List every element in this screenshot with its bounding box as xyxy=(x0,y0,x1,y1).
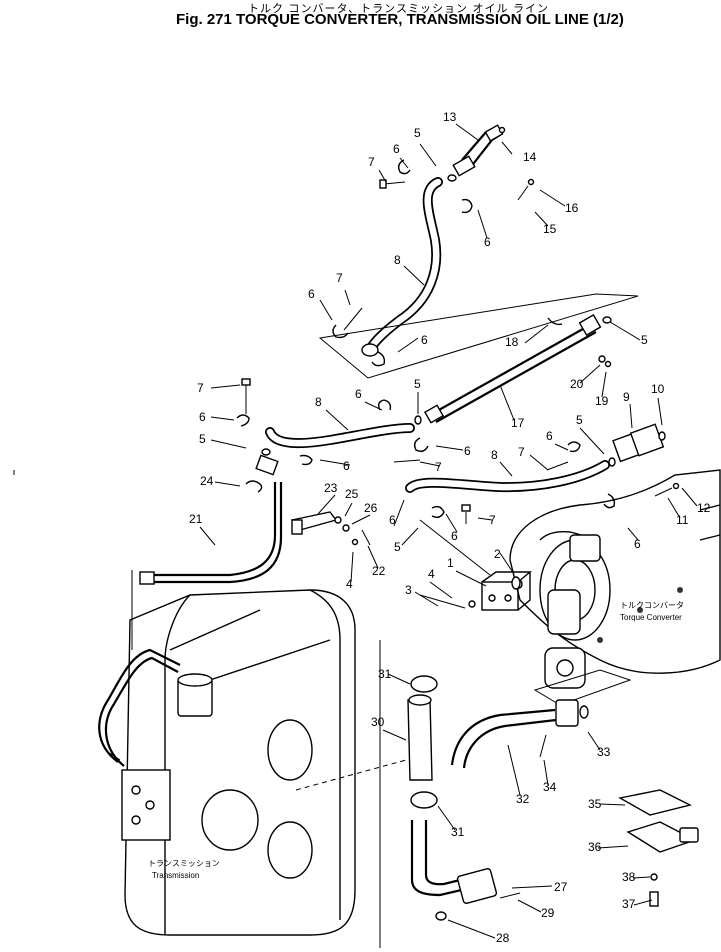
transmission-caption-jp: トランスミッション xyxy=(148,859,220,868)
callout-8b: 8 xyxy=(315,395,322,409)
callout-32: 32 xyxy=(516,792,530,806)
torque-converter-housing xyxy=(509,469,721,706)
callout-6l: 6 xyxy=(634,537,641,551)
callout-14: 14 xyxy=(523,150,537,164)
callout-6g: 6 xyxy=(464,444,471,458)
callout-37: 37 xyxy=(622,897,636,911)
callout-7f: 7 xyxy=(489,513,496,527)
callout-36: 36 xyxy=(588,840,602,854)
transmission-caption: Transmission xyxy=(152,871,199,880)
figure-title-japanese: トルク コンバータ、トランスミッション オイル ライン xyxy=(248,2,549,15)
callout-7e: 7 xyxy=(518,445,525,459)
callout-6j: 6 xyxy=(389,513,396,527)
callout-6e: 6 xyxy=(355,387,362,401)
callout-7b: 7 xyxy=(336,271,343,285)
callout-4a: 4 xyxy=(428,567,435,581)
captions: トルクコンバータ Torque Converter トランスミッション Tran… xyxy=(148,601,684,880)
callout-6a: 6 xyxy=(393,142,400,156)
callout-5d: 5 xyxy=(199,432,206,446)
callout-22: 22 xyxy=(372,564,386,578)
callout-26: 26 xyxy=(364,501,378,515)
callout-15: 15 xyxy=(543,222,557,236)
callout-34: 34 xyxy=(543,780,557,794)
callout-6h: 6 xyxy=(343,459,350,473)
callout-5a: 5 xyxy=(414,126,421,140)
callout-33: 33 xyxy=(597,745,611,759)
callout-6i: 6 xyxy=(546,429,553,443)
callout-9: 9 xyxy=(623,390,630,404)
callout-12: 12 xyxy=(697,501,711,515)
callout-5c: 5 xyxy=(414,377,421,391)
figure-title: Fig. 271 TORQUE CONVERTER, TRANSMISSION … xyxy=(176,11,624,28)
lower-hose-assembly xyxy=(405,423,680,524)
callout-5f: 5 xyxy=(394,540,401,554)
callout-10: 10 xyxy=(651,382,665,396)
callout-35: 35 xyxy=(588,797,602,811)
cover-assembly xyxy=(618,789,699,907)
callout-21: 21 xyxy=(189,512,203,526)
callout-13: 13 xyxy=(443,110,457,124)
callout-31a: 31 xyxy=(378,667,392,681)
pipe-17-assembly xyxy=(423,313,612,424)
callout-17: 17 xyxy=(511,416,525,430)
callout-20: 20 xyxy=(570,377,584,391)
callout-6d: 6 xyxy=(421,333,428,347)
callout-7d: 7 xyxy=(435,460,442,474)
callout-6f: 6 xyxy=(199,410,206,424)
leader-lines xyxy=(199,123,698,939)
callout-2: 2 xyxy=(494,547,501,561)
callout-6b: 6 xyxy=(484,235,491,249)
callout-1: 1 xyxy=(447,556,454,570)
callout-27: 27 xyxy=(554,880,568,894)
callout-6c: 6 xyxy=(308,287,315,301)
callout-6k: 6 xyxy=(451,529,458,543)
callout-4b: 4 xyxy=(346,577,353,591)
callout-24: 24 xyxy=(200,474,214,488)
callout-5b: 5 xyxy=(641,333,648,347)
callout-23: 23 xyxy=(324,481,338,495)
block-and-pipe-21 xyxy=(139,480,532,611)
lower-pipes xyxy=(295,640,589,948)
callout-29: 29 xyxy=(541,906,555,920)
callout-7a: 7 xyxy=(368,155,375,169)
callout-19: 19 xyxy=(595,394,609,408)
callout-25: 25 xyxy=(345,487,359,501)
callout-labels: 13 14 5 6 7 16 15 6 8 7 6 6 18 5 20 19 9… xyxy=(189,110,711,945)
callout-8a: 8 xyxy=(394,253,401,267)
callout-7c: 7 xyxy=(197,381,204,395)
torque-converter-caption: Torque Converter xyxy=(620,613,682,622)
callout-5e: 5 xyxy=(576,413,583,427)
callout-30: 30 xyxy=(371,715,385,729)
callout-3: 3 xyxy=(405,583,412,597)
callout-8c: 8 xyxy=(491,448,498,462)
transmission-case xyxy=(13,470,356,936)
upper-hose-assembly xyxy=(318,124,639,379)
middle-hose-assembly xyxy=(236,378,429,476)
torque-converter-caption-jp: トルクコンバータ xyxy=(620,601,684,610)
callout-16: 16 xyxy=(565,201,579,215)
callout-38: 38 xyxy=(622,870,636,884)
callout-28: 28 xyxy=(496,931,510,945)
callout-18: 18 xyxy=(505,335,519,349)
